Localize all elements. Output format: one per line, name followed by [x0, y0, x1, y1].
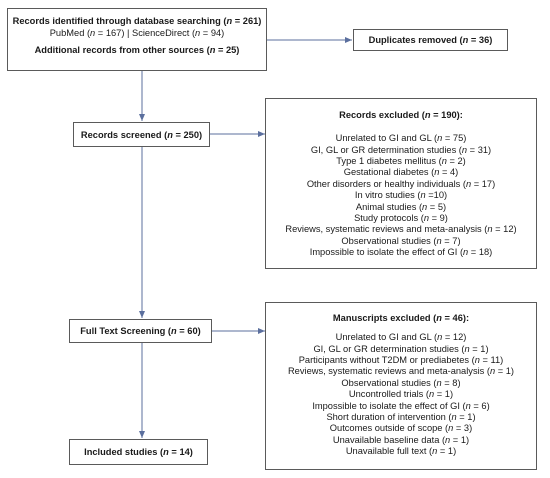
records-excluded-item: In vitro studies (n =10) — [354, 190, 448, 201]
manuscripts-excluded-title: Manuscripts excluded (n = 46): — [332, 313, 470, 323]
duplicates-label: Duplicates removed (n = 36) — [368, 35, 493, 45]
records-excluded-item: Impossible to isolate the effect of GI (… — [309, 247, 493, 258]
records-excluded-item: Reviews, systematic reviews and meta-ana… — [285, 224, 517, 235]
records-excluded-item: Other disorders or healthy individuals (… — [306, 178, 496, 189]
manuscripts-excluded-item: Participants without T2DM or prediabetes… — [298, 355, 504, 366]
manuscripts-excluded-item: Uncontrolled trials (n = 1) — [348, 389, 454, 400]
records-excluded-item: Animal studies (n = 5) — [355, 201, 447, 212]
records-excluded-box: Records excluded (n = 190): Unrelated to… — [265, 98, 537, 269]
records-excluded-title: Records excluded (n = 190): — [339, 110, 463, 120]
full-text-box: Full Text Screening (n = 60) — [69, 319, 212, 343]
manuscripts-excluded-item: Reviews, systematic reviews and meta-ana… — [287, 366, 515, 377]
identification-box: Records identified through database sear… — [7, 8, 267, 71]
records-excluded-item: Observational studies (n = 7) — [341, 235, 461, 246]
records-screened-box: Records screened (n = 250) — [73, 122, 210, 147]
manuscripts-excluded-item: Observational studies (n = 8) — [341, 377, 461, 388]
manuscripts-excluded-item: Outcomes outside of scope (n = 3) — [329, 423, 473, 434]
full-text-label: Full Text Screening (n = 60) — [80, 326, 201, 336]
manuscripts-excluded-list: Unrelated to GI and GL (n = 12)GI, GL or… — [266, 332, 536, 457]
manuscripts-excluded-item: Short duration of intervention (n = 1) — [326, 412, 476, 423]
included-box: Included studies (n = 14) — [69, 439, 208, 465]
records-excluded-item: Gestational diabetes (n = 4) — [343, 167, 459, 178]
manuscripts-excluded-item: Unavailable baseline data (n = 1) — [332, 434, 470, 445]
records-screened-label: Records screened (n = 250) — [80, 130, 203, 140]
manuscripts-excluded-item: Unavailable full text (n = 1) — [345, 446, 457, 457]
manuscripts-excluded-item: GI, GL or GR determination studies (n = … — [313, 343, 489, 354]
included-label: Included studies (n = 14) — [84, 447, 193, 457]
records-excluded-item: Unrelated to GI and GL (n = 75) — [335, 133, 467, 144]
manuscripts-excluded-item: Impossible to isolate the effect of GI (… — [312, 400, 490, 411]
records-excluded-item: Study protocols (n = 9) — [354, 213, 448, 224]
additional-records-label: Additional records from other sources (n… — [34, 45, 240, 56]
records-excluded-item: Type 1 diabetes mellitus (n = 2) — [336, 156, 466, 167]
database-records-label: Records identified through database sear… — [12, 16, 262, 26]
database-sources-label: PubMed (n = 167) | ScienceDirect (n = 94… — [49, 28, 225, 39]
duplicates-box: Duplicates removed (n = 36) — [353, 29, 508, 51]
manuscripts-excluded-box: Manuscripts excluded (n = 46): Unrelated… — [265, 302, 537, 470]
records-excluded-item: GI, GL or GR determination studies (n = … — [310, 144, 492, 155]
manuscripts-excluded-item: Unrelated to GI and GL (n = 12) — [335, 332, 467, 343]
records-excluded-list: Unrelated to GI and GL (n = 75)GI, GL or… — [266, 133, 536, 258]
